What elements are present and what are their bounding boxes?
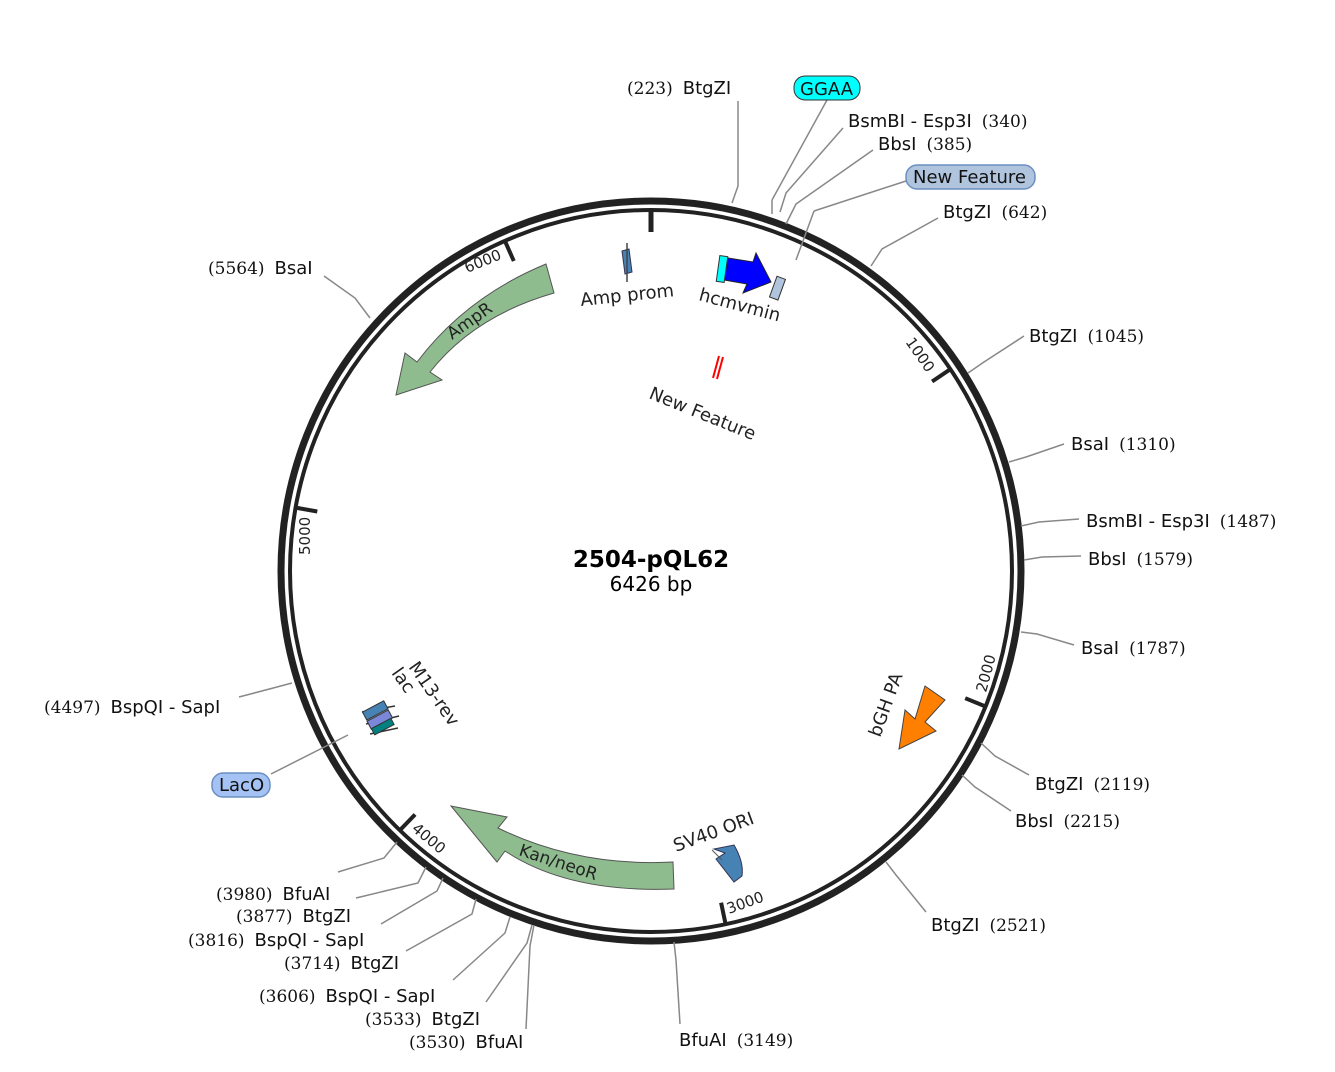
site-leader-2521 (885, 861, 927, 913)
site-label-3816[interactable]: (3816)BspQI - SapI (188, 930, 364, 951)
site-label-3714[interactable]: (3714)BtgZI (284, 953, 399, 974)
sv40-ori-leader (711, 849, 723, 861)
hcmvmin-feature-arrow[interactable] (723, 251, 772, 294)
tick-label-5000: 5000 (296, 517, 314, 555)
new-feature-badge-text: New Feature (913, 167, 1026, 188)
laco-badge-leader (270, 734, 349, 775)
new-feature-marker-b (716, 356, 724, 380)
sv40-ori-feature-arrow[interactable] (712, 844, 743, 883)
site-label-223[interactable]: (223)BtgZI (627, 78, 731, 99)
site-leader-1787 (1020, 631, 1075, 646)
site-label-3530[interactable]: (3530)BfuAI (409, 1032, 523, 1053)
tick-label-1000: 1000 (902, 334, 939, 376)
hcmvmin-label: hcmvmin (697, 285, 783, 327)
site-label-1787[interactable]: BsaI(1787) (1081, 638, 1186, 659)
site-label-5564[interactable]: (5564)BsaI (208, 258, 313, 279)
site-leader-340 (779, 127, 844, 213)
site-leader-3606 (452, 916, 511, 981)
m13-rev-label: M13-rev (404, 658, 464, 731)
site-leader-5564 (323, 275, 371, 319)
site-leader-2215 (961, 774, 1012, 812)
new-feature-inner-label: New Feature (646, 383, 759, 445)
new-feature-badge[interactable]: New Feature (795, 164, 1036, 261)
lac-cluster (361, 700, 400, 736)
laco-badge-box (211, 772, 271, 798)
laco-badge-text: LacO (219, 775, 264, 796)
ggaa-badge-box (793, 75, 861, 101)
seap-label: SEAP (913, 420, 949, 473)
site-leader-4497 (238, 682, 293, 698)
tick-marks (295, 210, 987, 925)
tick-mark-5000 (295, 505, 318, 514)
amp-prom-label: Amp prom (579, 280, 675, 311)
tick-mark-1000 (930, 367, 952, 384)
site-leader-3714 (405, 898, 477, 952)
site-leader-385 (785, 149, 874, 225)
site-leader-642 (870, 217, 939, 267)
m13-rev-feature[interactable] (361, 700, 389, 721)
site-label-3877[interactable]: (3877)BtgZI (236, 906, 351, 927)
laco-feature[interactable] (370, 717, 395, 736)
site-label-3980[interactable]: (3980)BfuAI (216, 884, 330, 905)
site-leader-3149 (673, 941, 681, 1025)
site-leader-1579 (1023, 555, 1082, 561)
site-leader-223 (731, 101, 739, 204)
site-leader-3530 (525, 924, 535, 1030)
plasmid-length: 6426 bp (610, 572, 693, 596)
new-feature-badge-leader-2 (795, 210, 815, 261)
site-label-4497[interactable]: (4497)BspQI - SapI (44, 697, 220, 718)
bgh-pa-feature-arrow[interactable] (898, 685, 946, 750)
plasmid-title: 2504-pQL62 (573, 547, 729, 573)
bgh-pa-label: bGH PA (865, 669, 908, 739)
new-feature-badge-leader (813, 180, 907, 212)
site-label-2119[interactable]: BtgZI(2119) (1035, 774, 1150, 795)
kan-neor-feature-arrow[interactable] (449, 805, 675, 890)
ampr-feature-arrow[interactable] (395, 263, 555, 396)
backbone-outer-ring (277, 197, 1025, 945)
laco-badge[interactable]: LacO (211, 734, 349, 798)
site-leader-3877 (355, 866, 427, 899)
site-label-2521[interactable]: BtgZI(2521) (931, 915, 1046, 936)
new-feature-badge-box (905, 164, 1036, 190)
site-label-3149[interactable]: BfuAI(3149) (679, 1030, 793, 1051)
site-label-3606[interactable]: (3606)BspQI - SapI (259, 986, 435, 1007)
tick-mark-3000 (719, 902, 728, 925)
site-leader-1045 (967, 335, 1025, 374)
site-label-2215[interactable]: BbsI(2215) (1015, 811, 1120, 832)
site-leader-3533 (485, 924, 533, 1003)
site-label-3533[interactable]: (3533)BtgZI (365, 1009, 480, 1030)
site-leader-1310 (1008, 443, 1065, 463)
tick-mark-2000 (964, 696, 987, 709)
site-label-385[interactable]: BbsI(385) (878, 134, 972, 155)
ggaa-badge-text: GGAA (800, 79, 854, 100)
site-leaders (238, 101, 1082, 1030)
site-label-340[interactable]: BsmBI - Esp3I(340) (848, 111, 1028, 132)
site-label-1487[interactable]: BsmBI - Esp3I(1487) (1086, 511, 1276, 532)
site-leader-3816 (380, 877, 444, 925)
ggaa-badge[interactable]: GGAA (771, 75, 861, 214)
new-feature-marker-a (712, 355, 720, 379)
site-label-1579[interactable]: BbsI(1579) (1088, 549, 1193, 570)
ggaa-leader (771, 99, 828, 201)
site-label-642[interactable]: BtgZI(642) (943, 202, 1047, 223)
site-labels: (223)BtgZI BsmBI - Esp3I(340) BbsI(385) … (44, 78, 1276, 1053)
kan-neor-label: Kan/neoR (516, 841, 600, 885)
tick-mark-4000 (398, 813, 417, 832)
site-label-1045[interactable]: BtgZI(1045) (1029, 326, 1144, 347)
new-feature-outer-box[interactable] (768, 275, 787, 301)
site-leader-2119 (980, 742, 1030, 776)
tick-mark-6000 (503, 240, 516, 262)
site-leader-3980 (337, 841, 398, 873)
site-label-1310[interactable]: BsaI(1310) (1071, 434, 1176, 455)
site-leader-1487 (1020, 518, 1080, 527)
ggaa-feature-box[interactable] (715, 255, 729, 283)
